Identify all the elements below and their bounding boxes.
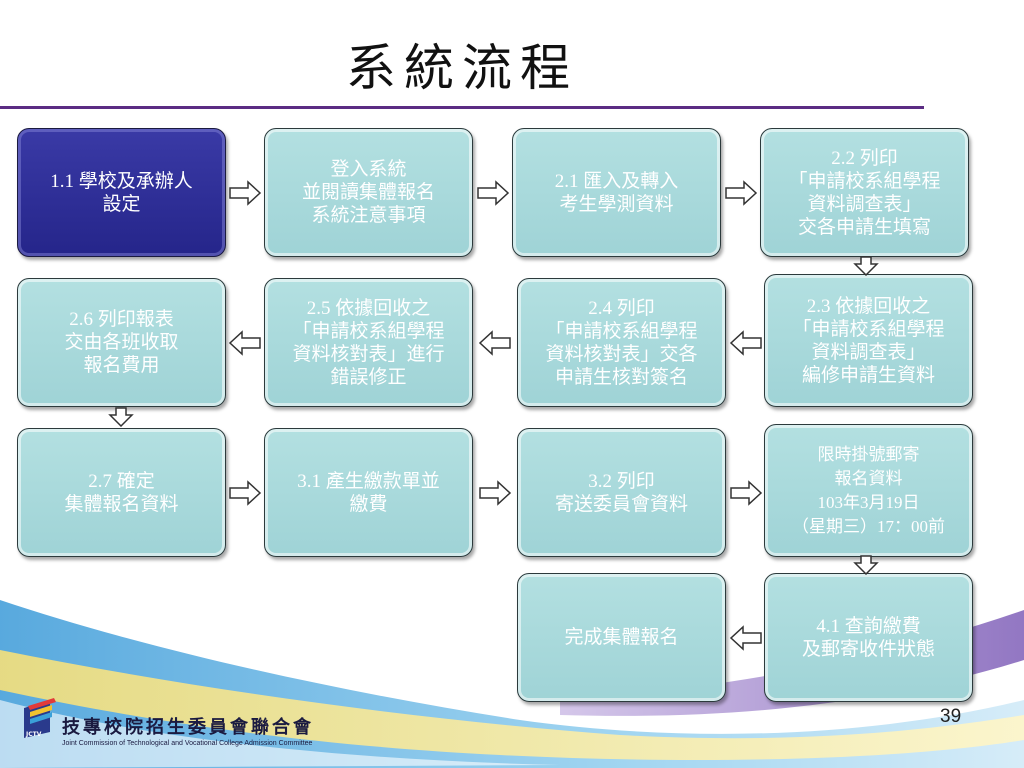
arrow-left-icon — [228, 330, 261, 356]
arrow-right-icon — [725, 180, 758, 206]
step-login-read-notes: 登入系統 並閱讀集體報名 系統注意事項 — [264, 128, 473, 257]
step-2-4-print-verification: 2.4 列印 「申請校系組學程 資料核對表」交各 申請生核對簽名 — [517, 278, 726, 407]
step-registered-mail-deadline: 限時掛號郵寄 報名資料 103年3月19日 （星期三）17：00前 — [764, 424, 973, 557]
organization-name: 技專校院招生委員會聯合會 — [62, 717, 314, 738]
organization-logo-icon: JCTV — [24, 698, 56, 738]
arrow-down-icon — [853, 256, 879, 276]
step-2-5-correct-errors: 2.5 依據回收之 「申請校系組學程 資料核對表」進行 錯誤修正 — [264, 278, 473, 407]
step-2-7-confirm-data: 2.7 確定 集體報名資料 — [17, 428, 226, 557]
step-2-3-edit-applicants: 2.3 依據回收之 「申請校系組學程 資料調查表」 編修申請生資料 — [764, 274, 973, 407]
title-divider — [0, 106, 924, 109]
arrow-left-icon — [729, 625, 762, 651]
page-title: 系統流程 — [346, 39, 578, 97]
arrow-left-icon — [478, 330, 511, 356]
arrow-right-icon — [229, 180, 262, 206]
arrow-left-icon — [729, 330, 762, 356]
organization-name-english: Joint Commission of Technological and Vo… — [62, 740, 313, 747]
arrow-right-icon — [479, 480, 512, 506]
step-3-1-generate-payment: 3.1 產生繳款單並 繳費 — [264, 428, 473, 557]
arrow-down-icon — [853, 555, 879, 575]
arrow-right-icon — [477, 180, 510, 206]
logo-text: JCTV — [25, 731, 42, 738]
step-2-1-import-scores: 2.1 匯入及轉入 考生學測資料 — [512, 128, 721, 257]
step-1-1-school-setup: 1.1 學校及承辦人 設定 — [17, 128, 226, 257]
step-2-6-print-reports: 2.6 列印報表 交由各班收取 報名費用 — [17, 278, 226, 407]
step-2-2-print-survey: 2.2 列印 「申請校系組學程 資料調查表」 交各申請生填寫 — [760, 128, 969, 257]
step-3-2-print-mailing: 3.2 列印 寄送委員會資料 — [517, 428, 726, 557]
step-4-1-check-status: 4.1 查詢繳費 及郵寄收件狀態 — [764, 573, 973, 702]
step-complete-registration: 完成集體報名 — [517, 573, 726, 702]
arrow-right-icon — [229, 480, 262, 506]
arrow-down-icon — [108, 407, 134, 427]
arrow-right-icon — [730, 480, 763, 506]
page-number: 39 — [940, 706, 962, 727]
